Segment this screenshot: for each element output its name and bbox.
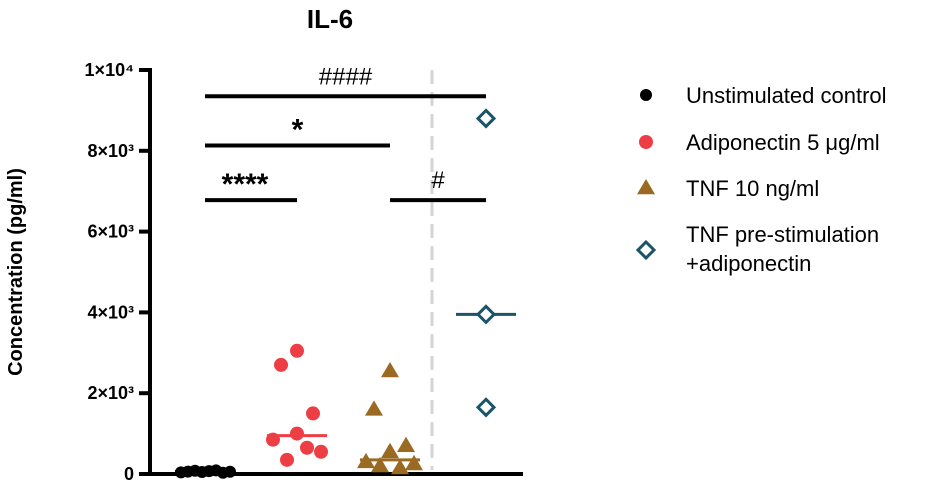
- data-point: [280, 452, 294, 467]
- legend-label-line: +adiponectin: [686, 251, 811, 276]
- legend-label-line: TNF pre-stimulation: [686, 222, 879, 247]
- axes: 0 2×10³ 4×10³ 6×10³ 8×10³ 1×10⁴: [85, 60, 523, 484]
- data-point: [300, 440, 314, 455]
- data-point: [357, 452, 375, 469]
- legend-label: TNF pre-stimulation +adiponectin: [686, 222, 879, 276]
- y-tick-label: 8×10³: [87, 141, 134, 161]
- data-point: [475, 108, 497, 129]
- legend-label: TNF 10 ng/ml: [686, 176, 819, 201]
- legend-marker: [640, 89, 652, 101]
- significance-label: ####: [319, 63, 373, 90]
- significance-label: ****: [222, 168, 269, 201]
- data-point: [391, 458, 409, 475]
- data-point: [224, 465, 236, 478]
- legend-label-line: Unstimulated control: [686, 83, 887, 108]
- legend-label: Unstimulated control: [686, 83, 887, 108]
- y-tick-label: 1×10⁴: [85, 60, 134, 80]
- data-point: [266, 432, 280, 447]
- data-point: [371, 456, 389, 473]
- data-point: [397, 436, 415, 453]
- data-point: [381, 361, 399, 378]
- y-tick-label: 2×10³: [87, 383, 134, 403]
- y-axis-label: Concentration (pg/ml): [5, 168, 27, 376]
- data-point: [274, 357, 288, 372]
- data-point: [290, 426, 304, 441]
- data-point: [365, 400, 383, 416]
- legend-marker: [635, 239, 657, 261]
- data-marks: [175, 108, 516, 479]
- legend-label-line: TNF 10 ng/ml: [686, 176, 819, 201]
- y-tick-label: 0: [124, 464, 134, 484]
- chart-title: IL-6: [307, 4, 353, 34]
- legend-label: Adiponectin 5 μg/ml: [686, 130, 880, 155]
- y-tick-label: 6×10³: [87, 222, 134, 242]
- data-point: [381, 442, 399, 459]
- data-point: [314, 444, 328, 459]
- legend-marker: [639, 135, 653, 149]
- significance-label: *: [292, 114, 304, 147]
- data-point: [405, 454, 423, 471]
- legend-label-line: Adiponectin 5 μg/ml: [686, 130, 880, 155]
- data-point: [306, 406, 320, 421]
- significance-label: #: [431, 167, 445, 194]
- legend-marker: [637, 179, 655, 195]
- significance-annotations: ####*****#: [205, 63, 486, 203]
- y-tick-label: 4×10³: [87, 302, 134, 322]
- data-point: [475, 304, 497, 325]
- data-point: [290, 343, 304, 358]
- data-point: [475, 397, 497, 418]
